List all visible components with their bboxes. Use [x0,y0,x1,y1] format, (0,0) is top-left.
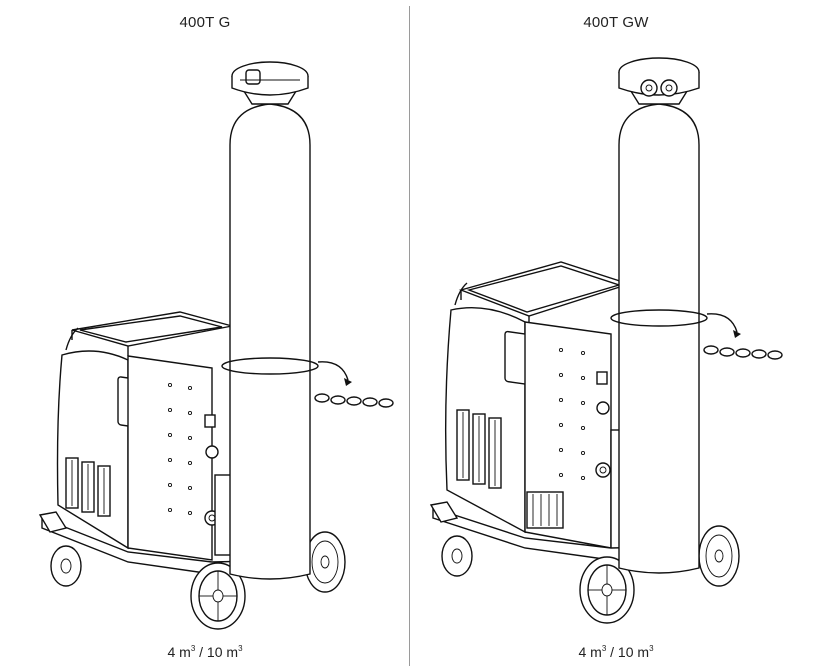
welding-machine-icon [38,311,291,575]
illustration-400t-g [38,61,394,630]
cart-wheel-icon [50,545,82,587]
cart-wheel-icon [441,535,473,577]
panel-400t-g: 400T G [0,0,410,672]
chain-icon [221,357,394,408]
chain-icon [610,309,783,360]
cart-wheel-icon [304,531,346,593]
gas-cylinder-icon [229,61,311,580]
vent-grille [65,457,111,517]
illustration-400t-gw [429,57,783,624]
gas-cylinder-icon [618,57,700,574]
caption-sup: 3 [190,644,196,653]
vent-grille [456,409,502,489]
cart-wheel-icon [579,556,635,624]
panel-title: 400T GW [583,14,649,31]
caption-sup: 3 [601,644,607,653]
panel-400t-gw: 400T GW [411,0,821,672]
cart-wheel-icon [698,525,740,587]
caption-base: 4 m [578,644,602,660]
caption-sup-2: 3 [649,644,654,653]
capacity-caption: 4 m3 / 10 m3 [0,644,410,660]
panel-title: 400T G [179,14,231,31]
capacity-caption: 4 m3 / 10 m3 [411,644,821,660]
caption-rest: / 10 m [606,644,650,660]
caption-sup-2: 3 [238,644,243,653]
caption-base: 4 m [167,644,191,660]
caption-rest: / 10 m [195,644,239,660]
cart-wheel-icon [190,562,246,630]
panel-divider [409,6,410,666]
